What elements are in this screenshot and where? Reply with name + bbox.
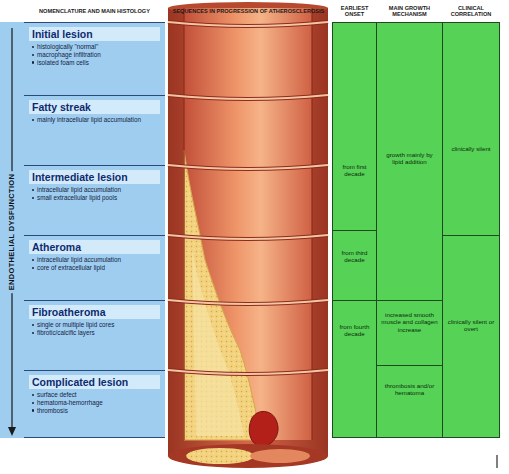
bullet-item: small extracellular lipid pools — [29, 194, 160, 202]
stage-row: Fatty streak mainly intracellular lipid a… — [24, 95, 165, 166]
histology-text: surface defect — [37, 391, 77, 398]
feature-cell: growth mainly by lipid addition — [376, 22, 443, 301]
cell-text: from first decade — [336, 163, 373, 178]
artery-tube — [168, 2, 328, 468]
bullet-item: core of extracellular lipid — [29, 264, 160, 272]
bullet-dot — [32, 409, 34, 411]
histology-text: isolated foam cells — [37, 59, 89, 66]
column-header: MAIN GROWTH MECHANISM — [376, 1, 443, 21]
stage-heading: Complicated lesion — [29, 375, 160, 389]
bullet-dot — [32, 259, 34, 261]
column-header: EARLIEST ONSET — [332, 1, 377, 21]
stage-row: Initial lesion histologically "normal"mac… — [24, 22, 165, 96]
arrow-head — [8, 427, 16, 436]
histology-text: single or multiple lipid cores — [37, 321, 114, 328]
histology-text: thrombosis — [37, 407, 68, 414]
histology-text: mainly intracellular lipid accumulation — [37, 116, 141, 123]
bullet-dot — [32, 394, 34, 396]
axis-label: ENDOTHELIAL DYSFUNCTION — [8, 171, 16, 293]
bullet-dot — [32, 189, 34, 191]
bullet-item: hematoma-hemorrhage — [29, 399, 160, 407]
bullet-item: isolated foam cells — [29, 59, 160, 67]
stage-heading: Atheroma — [29, 240, 160, 254]
feature-cell: from fourth decade — [332, 300, 377, 438]
stage-row: Atheroma intracellular lipid accumulation… — [24, 235, 165, 301]
column-header: SEQUENCES IN PROGRESSION OF ATHEROSCLERO… — [165, 1, 332, 21]
feature-cell: clinically silent or overt — [442, 235, 500, 438]
bullet-item: fibrotic/calcific layers — [29, 329, 160, 337]
bullet-dot — [32, 402, 34, 404]
bullet-dot — [32, 61, 34, 63]
cell-text: thrombosis and/or hematoma — [380, 382, 439, 397]
cursor-mark — [497, 455, 498, 468]
stage-heading: Initial lesion — [29, 27, 160, 41]
cell-text: from fourth decade — [336, 323, 373, 338]
bullet-item: single or multiple lipid cores — [29, 321, 160, 329]
bullet-dot — [32, 267, 34, 269]
histology-text: small extracellular lipid pools — [37, 194, 117, 201]
cell-text: clinically silent or overt — [446, 318, 496, 333]
feature-cell: clinically silent — [442, 22, 500, 236]
bullet-item: macrophage infiltration — [29, 51, 160, 59]
bullet-dot — [32, 324, 34, 326]
bullet-dot — [32, 119, 34, 121]
bullet-item: surface defect — [29, 391, 160, 399]
stage-row: Fibroatheroma single or multiple lipid co… — [24, 300, 165, 371]
histology-text: hematoma-hemorrhage — [37, 399, 103, 406]
histology-text: histologically "normal" — [37, 43, 98, 50]
bullet-dot — [32, 54, 34, 56]
histology-text: core of extracellular lipid — [37, 264, 105, 271]
cell-text: clinically silent — [451, 145, 490, 152]
histology-text: fibrotic/calcific layers — [37, 329, 95, 336]
stage-row: Complicated lesion surface defecthematoma… — [24, 370, 165, 438]
stage-row: Intermediate lesion intracellular lipid a… — [24, 165, 165, 236]
bullet-dot — [32, 332, 34, 334]
feature-cell: from first decade — [332, 22, 377, 231]
histology-text: intracellular lipid accumulation — [37, 186, 121, 193]
feature-cell: from third decade — [332, 230, 377, 301]
bullet-item: intracellular lipid accumulation — [29, 186, 160, 194]
bullet-dot — [32, 46, 34, 48]
column-header: NOMENCLATURE AND MAIN HISTOLOGY — [24, 1, 165, 21]
bullet-dot — [32, 197, 34, 199]
stage-heading: Fatty streak — [29, 100, 160, 114]
bullet-item: mainly intracellular lipid accumulation — [29, 116, 160, 124]
column-header: CLINICAL CORRELATION — [442, 1, 500, 21]
thrombus — [249, 411, 278, 446]
left-strip — [0, 22, 24, 438]
bullet-item: thrombosis — [29, 407, 160, 415]
histology-text: intracellular lipid accumulation — [37, 256, 121, 263]
bullet-item: histologically "normal" — [29, 43, 160, 51]
stage-heading: Intermediate lesion — [29, 170, 160, 184]
histology-text: macrophage infiltration — [37, 51, 101, 58]
cell-text: increased smooth muscle and collagen inc… — [380, 311, 439, 333]
bullet-item: intracellular lipid accumulation — [29, 256, 160, 264]
cell-text: from third decade — [336, 249, 373, 264]
feature-cell: increased smooth muscle and collagen inc… — [376, 300, 443, 366]
cell-text: growth mainly by lipid addition — [380, 151, 439, 166]
stage-heading: Fibroatheroma — [29, 305, 160, 319]
feature-cell: thrombosis and/or hematoma — [376, 365, 443, 438]
